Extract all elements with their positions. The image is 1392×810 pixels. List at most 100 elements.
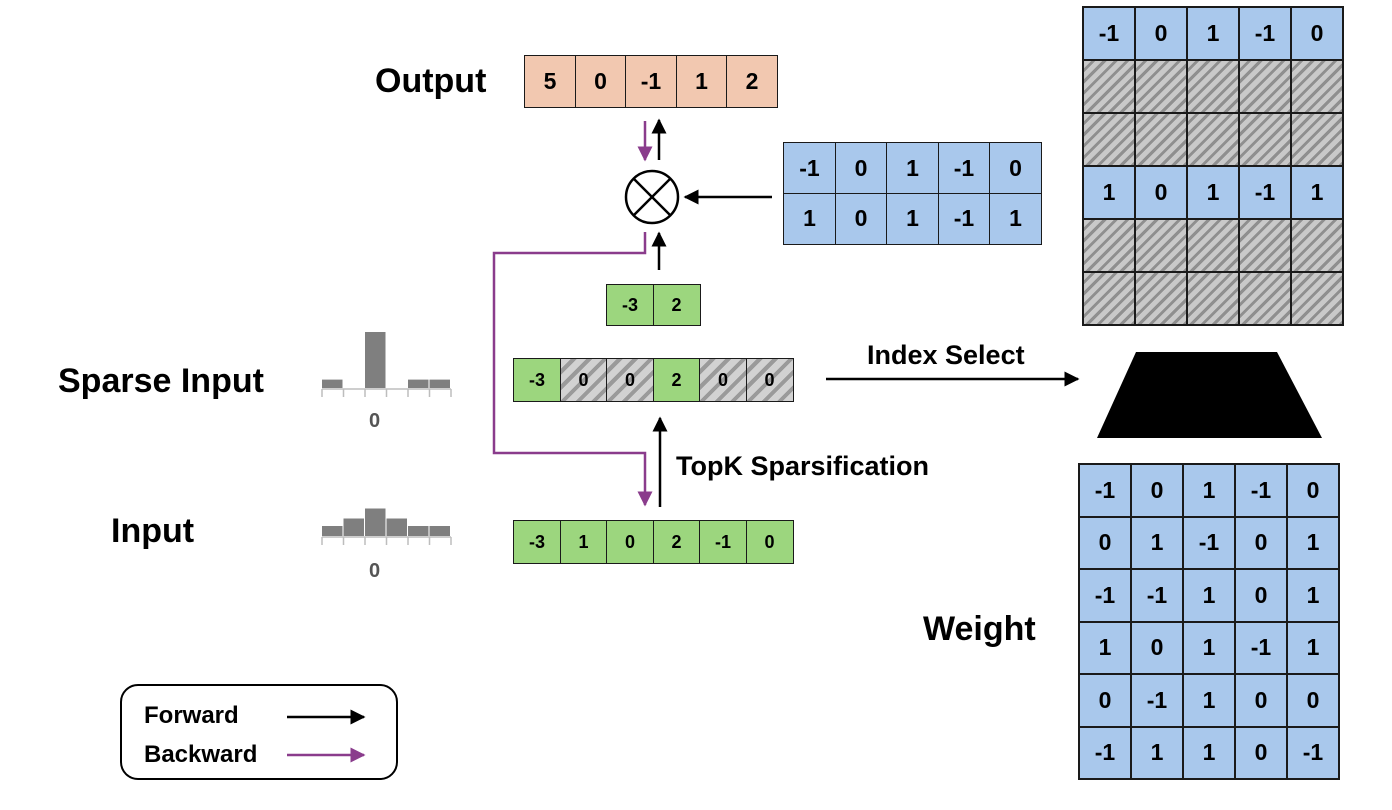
histogram-bar (429, 526, 450, 536)
masked-sparse-cell: 0 (699, 358, 747, 402)
histogram-bar (429, 379, 450, 388)
weight-cell: 0 (989, 142, 1042, 194)
histogram-bar (343, 518, 364, 536)
weight-cell: 1 (1083, 166, 1135, 219)
histogram-bar (322, 379, 343, 388)
weight-cell: 0 (1287, 674, 1339, 727)
weight-cell: 1 (1287, 621, 1339, 674)
output-cell: -1 (625, 55, 677, 108)
weight-cell: -1 (1235, 621, 1287, 674)
index-select-trapezoid (1097, 352, 1322, 438)
sparse-hist-zero-label: 0 (369, 410, 381, 432)
output-cell: 1 (675, 55, 728, 108)
weight-cell: -1 (1083, 7, 1135, 60)
weight-cell: 0 (1291, 7, 1343, 60)
nonzero-cell: 2 (652, 284, 701, 326)
weight-cell: 0 (1235, 674, 1287, 727)
masked-weight-cell (1083, 113, 1135, 166)
weight-cell: -1 (1131, 674, 1183, 727)
weight-cell: -1 (1131, 569, 1183, 622)
masked-weight-cell (1187, 219, 1239, 272)
masked-weight-cell (1239, 113, 1291, 166)
sparse-input-label: Sparse Input (58, 362, 264, 400)
weight-cell: -1 (1239, 166, 1291, 219)
weight-cell: -1 (1079, 726, 1131, 779)
masked-weight-cell (1187, 113, 1239, 166)
weight-cell: 1 (1287, 569, 1339, 622)
selected-weight-row: 1 0 1 -1 1 (783, 192, 1042, 245)
weight-cell: -1 (1079, 464, 1131, 517)
input-cell: -3 (513, 520, 561, 564)
weight-cell: 1 (1079, 621, 1131, 674)
backward-arrow-to-input (492, 232, 653, 507)
masked-weight-cell (1291, 219, 1343, 272)
weight-cell: 1 (1291, 166, 1343, 219)
weight-cell: 1 (1287, 516, 1339, 569)
weight-cell: 0 (1135, 7, 1187, 60)
selected-weight-row: -1 0 1 -1 0 (783, 142, 1042, 194)
sparse-cell: 2 (652, 358, 701, 402)
masked-weight-cell (1083, 272, 1135, 325)
weight-cell: 1 (1131, 726, 1183, 779)
weight-cell: -1 (1079, 569, 1131, 622)
sparse-cell: -3 (513, 358, 561, 402)
legend-backward-label: Backward (144, 741, 258, 768)
weight-cell: 1 (989, 192, 1042, 245)
weight-cell: -1 (1239, 7, 1291, 60)
weight-cell: 0 (1131, 464, 1183, 517)
weight-cell: 1 (1183, 726, 1235, 779)
legend: Forward Backward (120, 684, 398, 780)
histogram-bar (408, 526, 429, 536)
masked-weight-cell (1239, 60, 1291, 113)
weight-cell: 0 (1235, 516, 1287, 569)
output-cell: 0 (574, 55, 627, 108)
input-histogram (321, 508, 452, 545)
weight-cell: 1 (1183, 464, 1235, 517)
weight-cell: 1 (1131, 516, 1183, 569)
weight-cell: 1 (1183, 621, 1235, 674)
masked-weight-cell (1187, 60, 1239, 113)
masked-weight-cell (1291, 113, 1343, 166)
weight-cell: -1 (1183, 516, 1235, 569)
input-cell: 2 (652, 520, 701, 564)
weight-cell: 0 (1235, 569, 1287, 622)
weight-cell: 1 (1187, 7, 1239, 60)
weight-cell: 0 (1135, 166, 1187, 219)
legend-forward-label: Forward (144, 702, 239, 729)
masked-weight-cell (1083, 60, 1135, 113)
weight-cell: -1 (1287, 726, 1339, 779)
output-cell: 2 (726, 55, 778, 108)
masked-weight-cell (1135, 60, 1187, 113)
masked-weight-cell (1135, 219, 1187, 272)
sparse-input-histogram (321, 332, 452, 397)
weight-cell: 0 (1131, 621, 1183, 674)
weight-cell: -1 (1235, 464, 1287, 517)
histogram-bar (322, 526, 343, 536)
multiply-operator-icon (624, 169, 680, 225)
input-vector: -3 1 0 2 -1 0 (513, 520, 794, 564)
masked-sparse-cell: 0 (745, 358, 794, 402)
masked-weight-cell (1135, 113, 1187, 166)
weight-cell: 0 (1287, 464, 1339, 517)
weight-cell: 1 (886, 192, 939, 245)
weight-label: Weight (923, 610, 1036, 648)
histogram-bar (365, 508, 386, 536)
weight-cell: 1 (1183, 569, 1235, 622)
masked-weight-cell (1083, 219, 1135, 272)
index-select-label: Index Select (867, 340, 1025, 370)
weight-cell: 1 (783, 192, 836, 245)
input-cell: 0 (745, 520, 794, 564)
weight-cell: 1 (1183, 674, 1235, 727)
weight-cell: 0 (834, 142, 888, 194)
masked-weight-cell (1291, 272, 1343, 325)
weight-cell: 0 (1079, 516, 1131, 569)
output-vector: 5 0 -1 1 2 (524, 55, 778, 108)
weight-cell: -1 (937, 192, 991, 245)
histogram-bar (365, 332, 386, 388)
output-label: Output (375, 62, 487, 100)
masked-weight-cell (1135, 272, 1187, 325)
input-hist-zero-label: 0 (369, 560, 381, 582)
